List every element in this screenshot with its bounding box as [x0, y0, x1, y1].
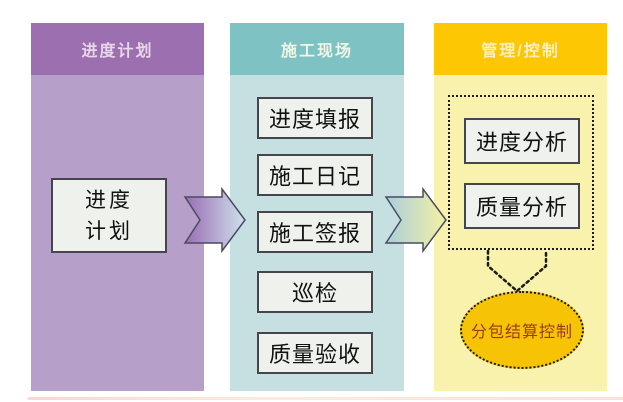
- plan-node-line2: 计划: [85, 218, 133, 243]
- control-node-quality-analysis: 质量分析: [464, 183, 580, 229]
- subcontract-settlement-ellipse: 分包结算控制: [460, 291, 584, 369]
- plan-node: 进度 计划: [51, 178, 167, 253]
- column-plan: 进度计划 进度 计划: [31, 23, 204, 391]
- column-control: 管理/控制 进度分析 质量分析 分包结算控制: [434, 23, 607, 391]
- column-site: 施工现场 进度填报 施工日记 施工签报 巡检 质量验收: [230, 23, 404, 391]
- column-plan-header: 进度计划: [31, 23, 204, 75]
- site-node-quality-acceptance: 质量验收: [257, 332, 373, 374]
- site-node-construction-diary: 施工日记: [257, 154, 373, 196]
- column-site-header: 施工现场: [230, 23, 404, 75]
- site-node-progress-report: 进度填报: [257, 97, 373, 139]
- plan-node-line1: 进度: [85, 188, 133, 213]
- analysis-group-dotted-box: 进度分析 质量分析: [448, 95, 594, 250]
- control-node-progress-analysis: 进度分析: [464, 118, 580, 164]
- column-control-header: 管理/控制: [434, 23, 607, 75]
- site-node-construction-memo: 施工签报: [257, 211, 373, 253]
- site-node-inspection: 巡检: [257, 271, 373, 313]
- bottom-divider-line: [28, 397, 623, 400]
